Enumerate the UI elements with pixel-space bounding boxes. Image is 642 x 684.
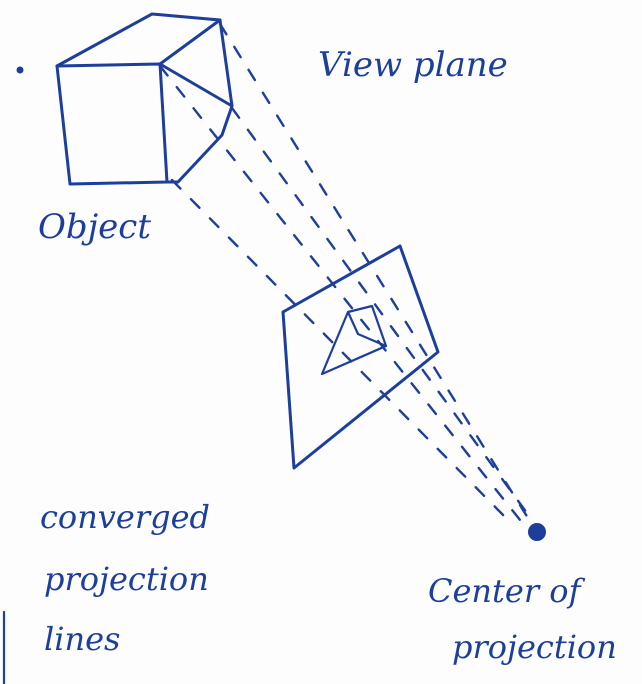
converged-lines-label-line-1: converged bbox=[40, 498, 210, 536]
cube-hidden-edge bbox=[160, 64, 232, 106]
cube-object bbox=[57, 14, 232, 184]
converged-lines-label-line-2: projection bbox=[44, 560, 209, 598]
view-plane-label: View plane bbox=[318, 45, 508, 85]
projection-lines bbox=[160, 24, 532, 524]
projection-line-4 bbox=[172, 180, 512, 524]
object-label: Object bbox=[38, 207, 151, 247]
center-of-projection-point bbox=[528, 523, 546, 541]
projection-line-2 bbox=[220, 24, 528, 518]
projection-line-1 bbox=[160, 66, 520, 520]
stray-dot bbox=[17, 67, 24, 74]
projection-line-3 bbox=[232, 108, 532, 520]
center-of-projection-label-line-1: Center of bbox=[428, 572, 586, 610]
cube-top-face bbox=[57, 14, 220, 66]
center-of-projection-label-line-2: projection bbox=[452, 628, 617, 666]
cube-front-face bbox=[57, 64, 167, 184]
converged-lines-label-line-3: lines bbox=[44, 620, 120, 658]
